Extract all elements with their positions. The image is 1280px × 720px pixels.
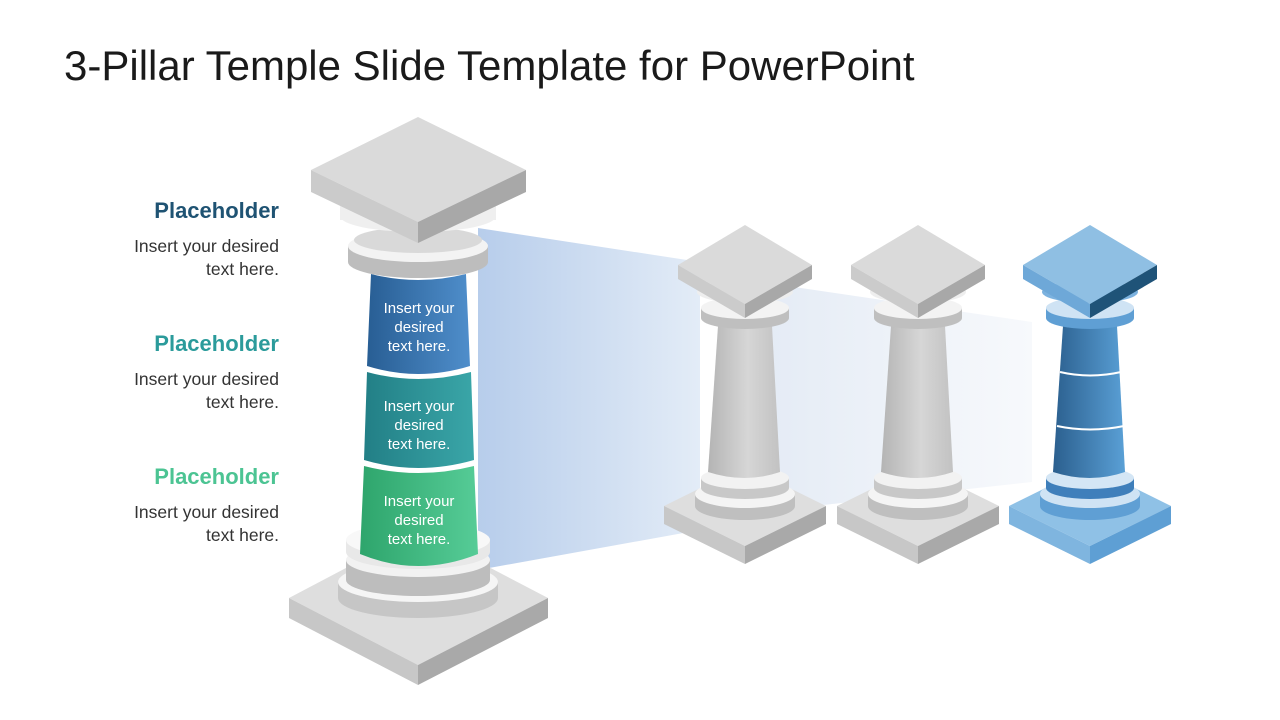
segment-label-1: Insert your desired text here.: [384, 300, 455, 355]
placeholder-group-2: Placeholder Insert your desired text her…: [0, 331, 279, 414]
placeholder-text-3: Insert your desired text here.: [0, 501, 279, 547]
segment-label-3-line2: desired: [394, 512, 443, 529]
small-pillar-gray-1: [664, 225, 826, 564]
slide-title: 3-Pillar Temple Slide Template for Power…: [64, 42, 915, 89]
segment-label-1-line1: Insert your: [384, 300, 455, 317]
pillar-segment-teal: [364, 372, 474, 468]
segment-label-2-line2: desired: [394, 417, 443, 434]
placeholder-text-1: Insert your desired text here.: [0, 235, 279, 281]
placeholder-text-2-line1: Insert your desired: [134, 369, 279, 389]
placeholder-heading-3: Placeholder: [154, 464, 279, 489]
segment-label-2-line3: text here.: [388, 436, 451, 453]
placeholder-group-1: Placeholder Insert your desired text her…: [0, 198, 279, 281]
placeholder-group-3: Placeholder Insert your desired text her…: [0, 464, 279, 547]
segment-label-2: Insert your desired text here.: [384, 398, 455, 453]
segment-label-3-line1: Insert your: [384, 493, 455, 510]
projection-plane-front: [478, 228, 700, 570]
placeholder-heading-1: Placeholder: [154, 198, 279, 223]
pillar-segment-green: [360, 466, 478, 566]
segment-label-1-line3: text here.: [388, 338, 451, 355]
small-pillar-gray-2: [837, 225, 999, 564]
placeholder-text-3-line2: text here.: [206, 525, 279, 545]
segment-label-3-line3: text here.: [388, 531, 451, 548]
placeholder-text-2: Insert your desired text here.: [0, 368, 279, 414]
placeholder-text-3-line1: Insert your desired: [134, 502, 279, 522]
placeholder-text-1-line2: text here.: [206, 259, 279, 279]
pillar-segment-blue: [367, 274, 470, 374]
small-pillar-blue: [1009, 225, 1171, 564]
placeholder-text-1-line1: Insert your desired: [134, 236, 279, 256]
segment-label-3: Insert your desired text here.: [384, 493, 455, 548]
placeholder-heading-2: Placeholder: [154, 331, 279, 356]
segment-label-2-line1: Insert your: [384, 398, 455, 415]
placeholder-text-2-line2: text here.: [206, 392, 279, 412]
large-pillar: [289, 117, 548, 685]
segment-label-1-line2: desired: [394, 319, 443, 336]
